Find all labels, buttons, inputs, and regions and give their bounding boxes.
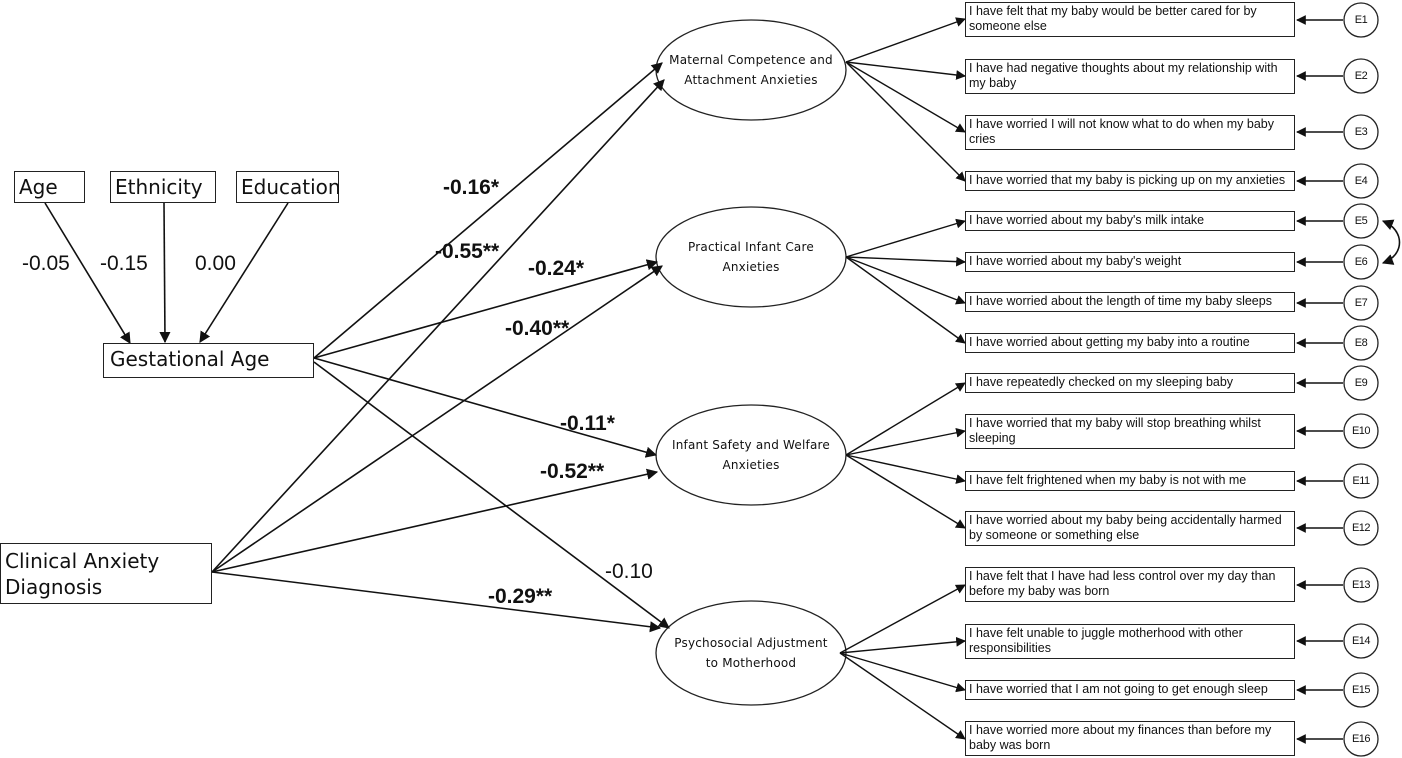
factor-psychosocial-adjustment: Psychosocial Adjustment to Motherhood [674,636,828,670]
error-term: E14 [1351,635,1371,647]
error-circle [1343,623,1379,659]
factor-to-item-arrow [845,61,966,133]
item-box: I have worried about my baby being accid… [965,511,1295,546]
factor-to-item-arrow [839,584,966,654]
error-circle [1343,510,1379,546]
factor-to-item-arrow [845,382,966,456]
ga-mcaa-coefficient: -0.16* [443,176,500,199]
age-box: Age [14,171,85,203]
factor-to-item-arrow [839,652,966,693]
error-circle [1343,672,1379,708]
error-term: E7 [1354,297,1368,309]
factor-to-item-arrow [845,256,966,344]
factor-to-item-arrow [839,652,966,740]
factor-to-item-arrow [845,454,966,529]
error-term: E12 [1351,522,1371,534]
error-term: E13 [1351,579,1371,591]
item-box: I have worried that I am not going to ge… [965,680,1295,700]
error-term: E9 [1354,377,1368,389]
factor-to-item-arrow [845,427,966,456]
factor-to-item-arrow [845,218,966,258]
item-box: I have worried I will not know what to d… [965,115,1295,150]
error-term: E4 [1354,175,1368,187]
item-box: I have worried about the length of time … [965,292,1295,312]
item-box: I have felt frightened when my baby is n… [965,471,1295,491]
cad-pam-coefficient: -0.29** [488,585,553,608]
ga-pam-coefficient: -0.10 [605,560,653,583]
ethnicity-path-coefficient: -0.15 [100,252,148,275]
cad-to-pam-arrow [211,571,662,633]
error-term: E8 [1354,337,1368,349]
error-circle [1343,285,1379,321]
item-box: I have repeatedly checked on my sleeping… [965,373,1295,393]
error-term: E6 [1354,256,1368,268]
error-circle [1343,325,1379,361]
item-box: I have had negative thoughts about my re… [965,59,1295,94]
factor-practical-infant-care: Practical Infant Care Anxieties [688,240,814,274]
error-term: E5 [1354,215,1368,227]
item-box: I have worried that my baby is picking u… [965,171,1295,191]
error-circle [1343,413,1379,449]
error-covariance-arrow [1381,219,1401,265]
error-circle [1343,244,1379,280]
ethnicity-box: Ethnicity [110,171,216,203]
factor-maternal-competence: Maternal Competence and Attachment Anxie… [669,53,833,87]
error-circle [1343,114,1379,150]
education-path-coefficient: 0.00 [195,252,236,275]
ga-isw-coefficient: -0.11* [560,412,615,435]
error-circle [1343,463,1379,499]
factor-to-item-arrow [845,17,966,63]
cad-to-mcaa-arrow [211,79,665,573]
error-term: E3 [1354,126,1368,138]
factor-infant-safety: Infant Safety and Welfare Anxieties [672,438,830,472]
error-term: E1 [1354,14,1368,26]
item-box: I have worried about my baby's weight [965,252,1295,272]
ga-to-mcaa-arrow [313,62,663,359]
factor-to-item-arrow [839,636,966,654]
error-circle [1343,58,1379,94]
item-box: I have felt unable to juggle motherhood … [965,624,1295,659]
education-box: Education [236,171,341,203]
error-circle [1343,2,1379,38]
error-circle [1343,721,1379,757]
ga-to-pica-arrow [313,259,659,359]
education-arrow [199,202,289,343]
item-box: I have worried about my baby's milk inta… [965,211,1295,231]
item-box: I have worried about getting my baby int… [965,333,1295,353]
error-term: E11 [1352,475,1370,487]
age-path-coefficient: -0.05 [22,252,70,275]
error-term: E2 [1354,70,1368,82]
error-circle [1343,203,1379,239]
error-circle [1343,163,1379,199]
error-term: E10 [1351,425,1371,437]
ga-to-isw-arrow [313,357,658,458]
age-arrow [44,202,131,344]
factor-to-item-arrow [845,61,966,80]
ethnicity-arrow [159,202,171,344]
item-box: I have felt that my baby would be better… [965,2,1295,37]
factor-to-item-arrow [845,256,966,305]
factor-to-item-arrow [845,256,966,267]
error-term: E16 [1351,733,1371,745]
cad-mcaa-coefficient: -0.55** [435,240,500,263]
gestational-age-box: Gestational Age [103,343,314,378]
item-box: I have worried that my baby will stop br… [965,414,1295,449]
error-circle [1343,567,1379,603]
cad-to-isw-arrow [211,468,659,573]
cad-to-pica-arrow [211,265,663,573]
item-box: I have felt that I have had less control… [965,567,1295,602]
item-box: I have worried more about my finances th… [965,721,1295,756]
clinical-anxiety-diagnosis-box: Clinical Anxiety Diagnosis [0,543,212,604]
ga-to-pam-arrow [313,361,670,629]
factor-to-item-arrow [845,61,966,182]
error-circle [1343,365,1379,401]
error-term: E15 [1351,684,1371,696]
cad-isw-coefficient: -0.52** [540,460,605,483]
ga-pica-coefficient: -0.24* [528,257,585,280]
factor-to-item-arrow [845,454,966,484]
cad-pica-coefficient: -0.40** [505,317,570,340]
